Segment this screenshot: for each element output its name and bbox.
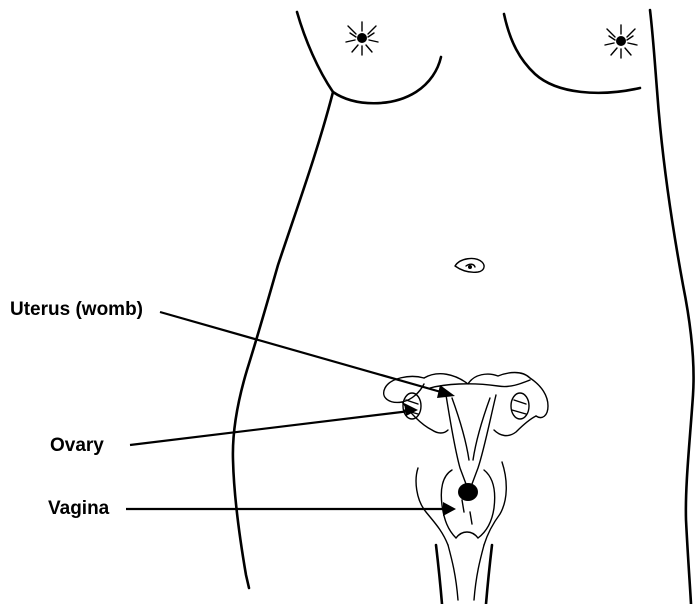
- ovary-leader-line: [130, 411, 410, 445]
- vagina-arrowhead: [443, 502, 456, 516]
- cervix-shape: [458, 483, 478, 501]
- vagina-label: Vagina: [48, 499, 109, 518]
- uterus-label: Uterus (womb): [10, 300, 143, 319]
- uterus-drawing: [384, 373, 548, 502]
- right-breast-outline: [504, 14, 640, 93]
- torso-right-outline: [650, 10, 694, 604]
- left-nipple-drawing: [346, 22, 378, 55]
- uterus-leader-line: [160, 312, 448, 394]
- right-nipple-drawing: [605, 25, 637, 58]
- uterus-arrowhead: [437, 385, 455, 398]
- vagina-drawing: [416, 462, 506, 604]
- torso-left-outline: [233, 12, 333, 588]
- ovary-label: Ovary: [50, 436, 104, 455]
- right-ovary-shape: [511, 393, 529, 419]
- left-breast-outline: [333, 57, 441, 103]
- navel-drawing: [455, 259, 484, 273]
